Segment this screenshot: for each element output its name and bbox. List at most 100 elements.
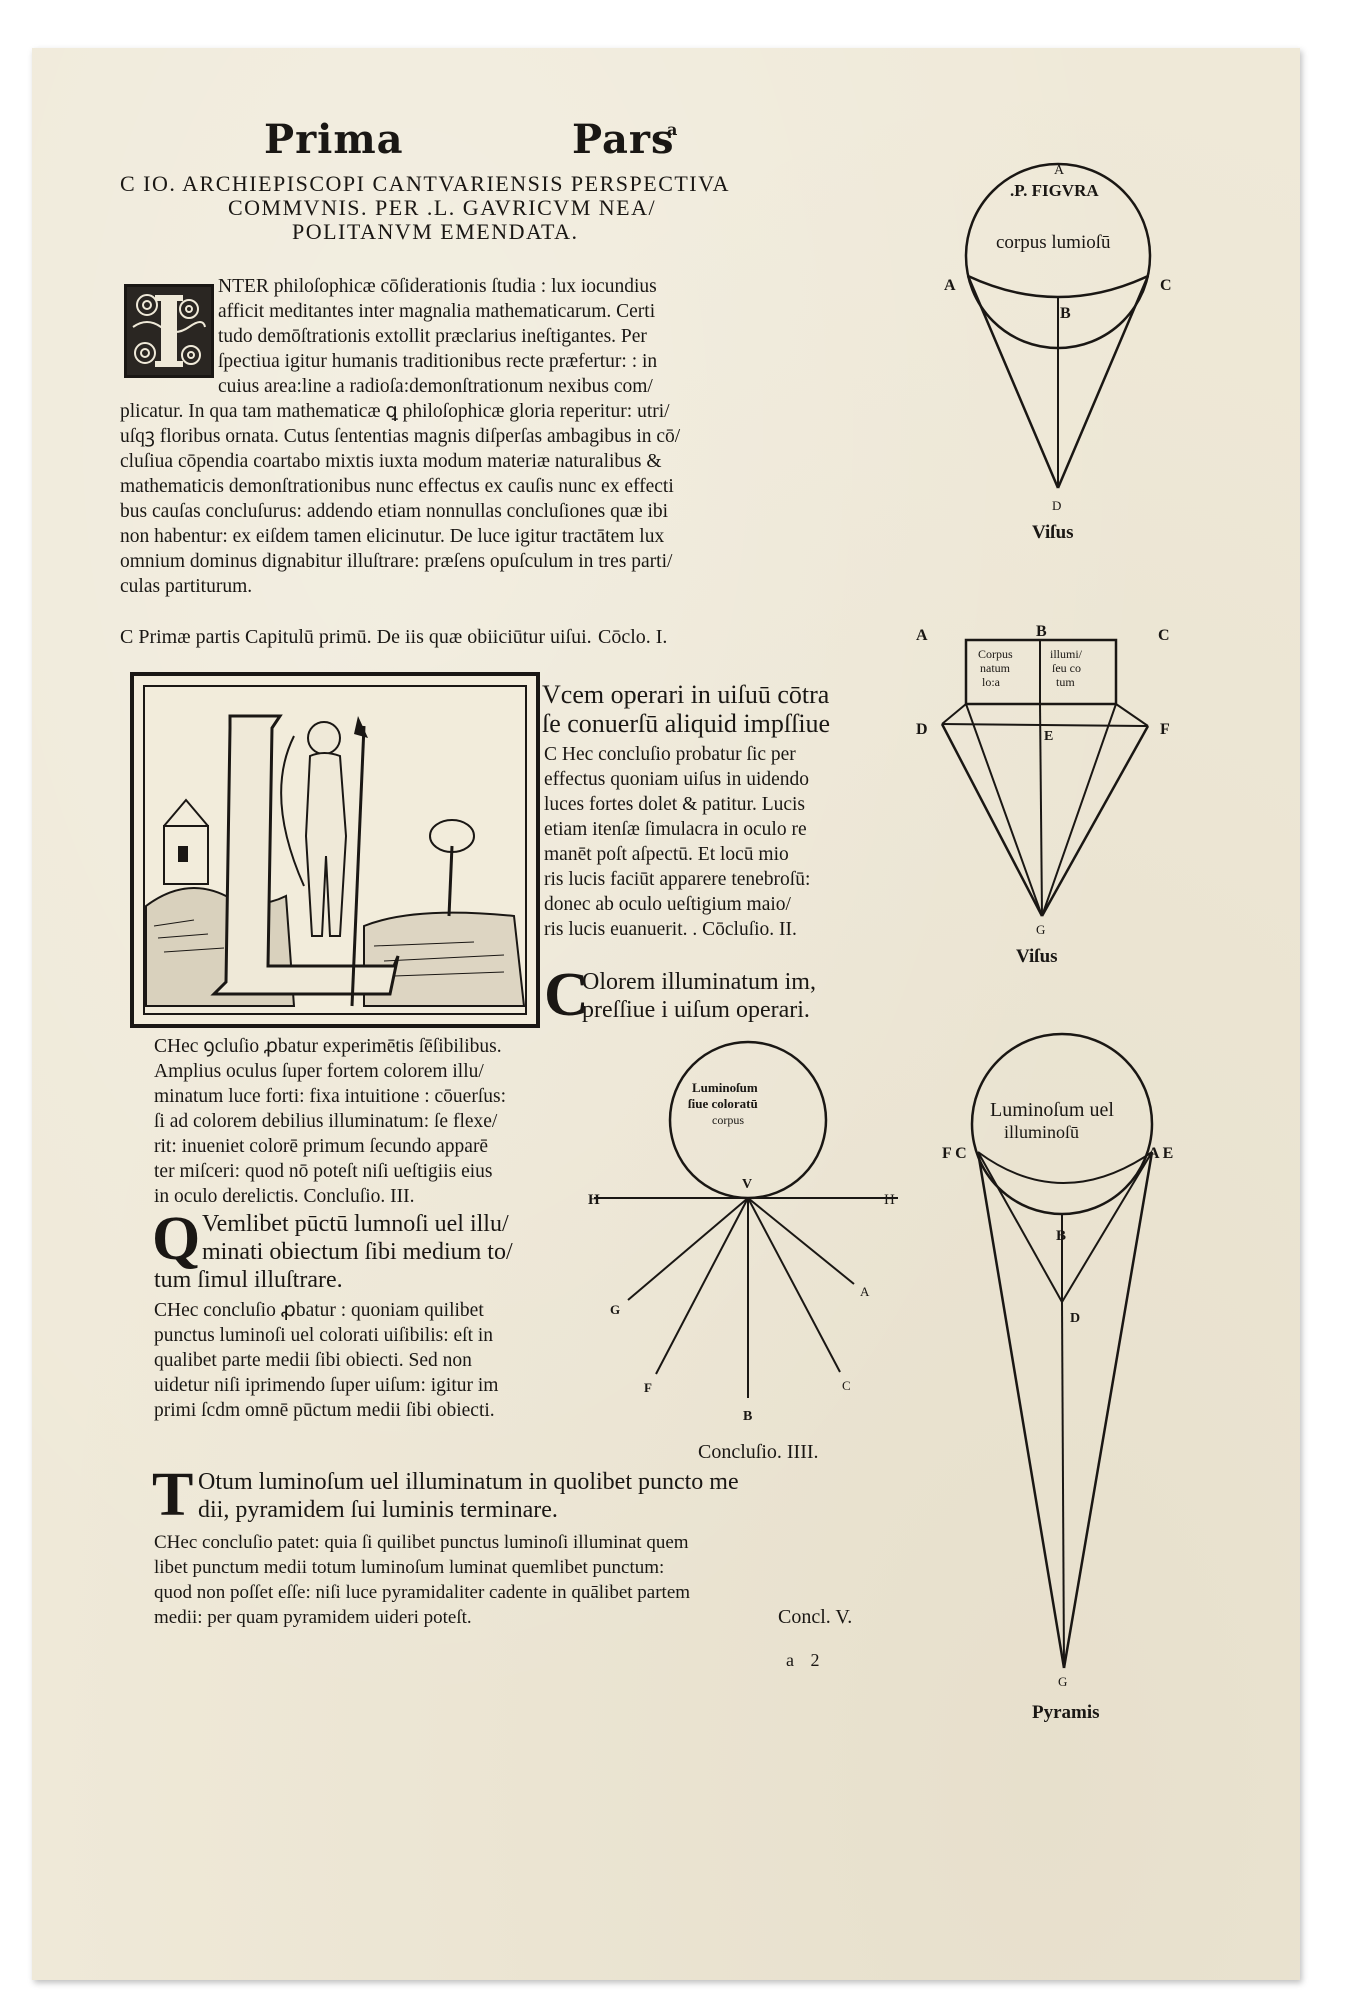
text-line: etiam itenſæ ſimulacra in oculo re: [544, 819, 807, 840]
figure-label: D: [1052, 498, 1061, 513]
figure-label: A: [944, 277, 956, 294]
text-line: bus cauſas concluſurus: addendo etiam no…: [120, 501, 669, 522]
statement-line: preſſiue i uiſum operari.: [582, 997, 810, 1023]
figure-label: A: [860, 1284, 870, 1299]
cupid-with-arrow-woodcut: [143, 685, 527, 1015]
figure-inner-text: Luminoſum: [692, 1080, 758, 1095]
conclusio-2-proof: CHec ꝯcluſio ꝓbatur experimētis ſēſibili…: [154, 1034, 506, 1209]
text-line: luces fortes dolet & patitur. Lucis: [544, 794, 806, 815]
decorated-initial-box: [124, 284, 214, 378]
figure-inner-text: corpus lumioſū: [996, 232, 1111, 253]
figure-inner-text: ſiue coloratū: [688, 1096, 758, 1111]
figure-label: B: [1036, 623, 1047, 640]
box-text: lo:a: [982, 675, 1001, 689]
figure-caption: Viſus: [1016, 946, 1058, 967]
text-line: ſi ad colorem debilius illuminatum: ſe f…: [154, 1111, 498, 1132]
figure-label: C: [842, 1378, 851, 1393]
text-line: plicatur. In qua tam mathematicæ ꝗ philo…: [120, 401, 670, 422]
figure-label: C: [1160, 277, 1172, 294]
text-line: CHec concluſio patet: quia ſi quilibet p…: [154, 1532, 689, 1553]
statement-line: minati obiectum ſibi medium to/: [202, 1239, 513, 1265]
conclusio-1-statement: Vcem operari in uiſuū cōtra ſe conuerſū …: [542, 680, 830, 738]
figure-label: G: [1058, 1674, 1067, 1689]
text-line: ter miſceri: quod nō poteſt niſi ueſtigi…: [154, 1161, 493, 1182]
conclusio-1-proof: C Hec concluſio probatur ſic per effectu…: [544, 742, 810, 942]
figure-inner-text: corpus: [712, 1113, 744, 1127]
text-line: tudo demōſtrationis extollit præclarius …: [218, 326, 647, 347]
text-line: qualibet parte medii ſibi obiecti. Sed n…: [154, 1350, 472, 1371]
figure-caption: Viſus: [1032, 522, 1074, 543]
figure-2-diagram: A B C D E F G Corpus natum lo:a illumi/ …: [916, 623, 1170, 967]
figure-label: E: [1044, 729, 1053, 744]
statement-line: Otum luminoſum uel illuminatum in quolib…: [198, 1469, 739, 1495]
title-line: C IO. ARCHIEPISCOPI CANTVARIENSIS PERSPE…: [120, 171, 731, 196]
footer-signature: a 2: [786, 1650, 826, 1670]
figure-inner-text: illuminoſū: [1004, 1122, 1079, 1142]
floral-ornament-icon: [132, 294, 206, 367]
conclusio-5-label: Concl. V.: [778, 1606, 853, 1628]
figure-label: A E: [1148, 1145, 1173, 1162]
figure-inner-text: Luminoſum uel: [990, 1099, 1114, 1121]
text-line: NTER philoſophicæ cōſiderationis ſtudia …: [218, 276, 657, 297]
text-line: ſpectiua igitur humanis traditionibus re…: [218, 351, 658, 372]
chapter-concl-label: Cōclo. I.: [598, 626, 668, 648]
running-head-right: Pars: [572, 116, 675, 163]
text-line: in oculo derelictis. Concluſio. III.: [154, 1186, 415, 1207]
figure-label: D: [1070, 1311, 1080, 1326]
figure-label: F C: [942, 1145, 967, 1162]
figure-1-diagram: A .P. FIGVRA corpus lumioſū A B C D Viſu…: [944, 162, 1172, 543]
conclusio-4-label: Concluſio. IIII.: [698, 1441, 819, 1463]
figure-label: D: [916, 721, 928, 738]
page-leaf: Prima Pars a C IO. ARCHIEPISCOPI CANTVAR…: [32, 48, 1300, 1980]
statement-line: ſe conuerſū aliquid impſſiue: [542, 709, 831, 738]
text-line: uidetur niſi iprimendo ſuper uiſum: igit…: [154, 1375, 499, 1396]
figure-label: A: [916, 627, 928, 644]
figure-label: B: [1060, 305, 1071, 322]
text-line: C Hec concluſio probatur ſic per: [544, 744, 796, 765]
text-line: CHec concluſio ꝓbatur : quoniam quilibet: [154, 1300, 484, 1321]
text-line: manēt poſt aſpectū. Et locū mio: [544, 844, 789, 865]
figure-label: V: [742, 1177, 752, 1192]
text-line: punctus luminoſi uel colorati uiſibilis:…: [154, 1325, 494, 1346]
text-line: quod non poſſet eſſe: niſi luce pyramida…: [154, 1582, 691, 1603]
conclusio-3-proof: CHec concluſio ꝓbatur : quoniam quilibet…: [154, 1298, 498, 1423]
statement-line: dii, pyramidem ſui luminis terminare.: [198, 1497, 558, 1523]
figure-label: C: [1158, 627, 1170, 644]
running-head-left: Prima: [264, 116, 404, 163]
text-line: CHec ꝯcluſio ꝓbatur experimētis ſēſibili…: [154, 1036, 502, 1057]
box-text: illumi/: [1050, 647, 1083, 661]
text-line: rit: inueniet colorē primum ſecundo appa…: [154, 1136, 489, 1157]
statement-line: tum ſimul illuſtrare.: [154, 1267, 343, 1293]
text-line: ris lucis faciūt apparere tenebroſū:: [544, 869, 811, 890]
figure-3-diagram: Luminoſum ſiue coloratū corpus V H H G A…: [588, 1040, 898, 1424]
text-line: donec ab oculo ueſtigium maio/: [544, 894, 791, 915]
initial-letter: C: [544, 961, 589, 1029]
figure-label: F: [1160, 721, 1170, 738]
signature-mark: a: [667, 120, 678, 139]
title-block: C IO. ARCHIEPISCOPI CANTVARIENSIS PERSPE…: [120, 172, 730, 244]
text-line: primi ſcdm omnē pūctum medii ſibi obiect…: [154, 1400, 495, 1421]
text-line: minatum luce forti: fixa intuitione : cō…: [154, 1086, 506, 1107]
figure-label: F: [644, 1380, 652, 1395]
initial-letter: Q: [152, 1205, 201, 1273]
woodcut-illustration: [130, 672, 540, 1028]
conclusio-2-statement: Olorem illuminatum im, preſſiue i uiſum …: [582, 968, 816, 1024]
text-line: libet punctum medii totum luminoſum lumi…: [154, 1557, 665, 1578]
figure-label: G: [610, 1302, 620, 1317]
figure-label: B: [1056, 1228, 1066, 1244]
text-line: cuius area:line a radioſa:demonſtrationu…: [218, 376, 653, 397]
text-line: culas partiturum.: [120, 576, 253, 597]
chapter-heading: C Primæ partis Capitulū primū. De iis qu…: [120, 626, 592, 648]
conclusio-totum-statement: Otum luminoſum uel illuminatum in quolib…: [198, 1468, 739, 1524]
text-line: afficit meditantes inter magnalia mathem…: [218, 301, 656, 322]
figure-title: .P. FIGVRA: [1010, 181, 1099, 200]
initial-letter: T: [152, 1461, 194, 1529]
conclusio-3-statement: Vemlibet pūctū lumnoſi uel illu/ minati …: [202, 1210, 513, 1266]
conclusio-totum-proof: CHec concluſio patet: quia ſi quilibet p…: [154, 1530, 690, 1630]
statement-line: Vemlibet pūctū lumnoſi uel illu/: [202, 1211, 509, 1237]
figure-label: H: [588, 1192, 600, 1208]
text-line: omnium dominus dignabitur illuſtrare: pr…: [120, 551, 673, 572]
figure-label: H: [884, 1192, 895, 1208]
box-text: Corpus: [978, 647, 1013, 661]
intro-paragraph-bottom: plicatur. In qua tam mathematicæ ꝗ philo…: [120, 399, 680, 599]
